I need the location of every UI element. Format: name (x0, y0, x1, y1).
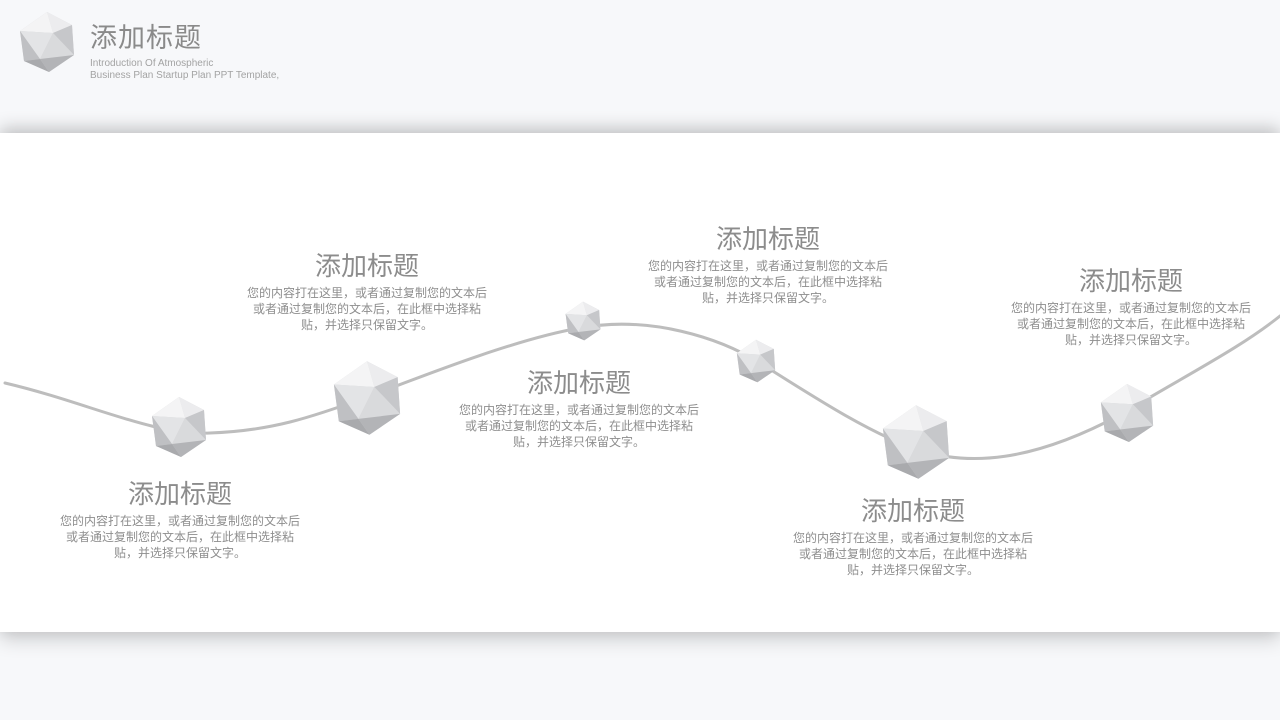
gem-icon-4 (736, 339, 776, 383)
item-body: 您的内容打在这里，或者通过复制您的文本后或者通过复制您的文本后，在此框中选择粘贴… (459, 403, 700, 449)
timeline-item-5: 添加标题 您的内容打在这里，或者通过复制您的文本后或者通过复制您的文本后，在此框… (793, 496, 1033, 578)
item-body: 您的内容打在这里，或者通过复制您的文本后或者通过复制您的文本后，在此框中选择粘贴… (247, 286, 488, 332)
item-title: 添加标题 (314, 252, 419, 282)
item-body: 您的内容打在这里，或者通过复制您的文本后或者通过复制您的文本后，在此框中选择粘贴… (1011, 301, 1252, 347)
item-body: 您的内容打在这里，或者通过复制您的文本后或者通过复制您的文本后，在此框中选择粘贴… (793, 531, 1034, 577)
gem-icon-2 (333, 361, 401, 435)
gem-icon-1 (152, 397, 206, 457)
subtitle-line-2: Business Plan Startup Plan PPT Template, (90, 70, 280, 81)
hexagon-logo-icon (20, 12, 74, 72)
item-title: 添加标题 (526, 369, 631, 399)
content-panel: 添加标题 您的内容打在这里，或者通过复制您的文本后或者通过复制您的文本后，在此框… (0, 133, 1280, 632)
timeline-curve (3, 314, 1280, 461)
item-title: 添加标题 (860, 497, 965, 527)
timeline-item-2: 添加标题 您的内容打在这里，或者通过复制您的文本后或者通过复制您的文本后，在此框… (247, 251, 487, 333)
timeline-item-3: 添加标题 您的内容打在这里，或者通过复制您的文本后或者通过复制您的文本后，在此框… (459, 368, 699, 450)
item-title: 添加标题 (127, 480, 232, 510)
gem-icon-3 (565, 301, 601, 341)
item-body: 您的内容打在这里，或者通过复制您的文本后或者通过复制您的文本后，在此框中选择粘贴… (60, 514, 301, 560)
item-title: 添加标题 (715, 225, 820, 255)
timeline-item-6: 添加标题 您的内容打在这里，或者通过复制您的文本后或者通过复制您的文本后，在此框… (1011, 266, 1251, 348)
page-title: 添加标题 (90, 23, 202, 54)
item-body: 您的内容打在这里，或者通过复制您的文本后或者通过复制您的文本后，在此框中选择粘贴… (648, 259, 889, 305)
gem-icon-5 (882, 405, 950, 479)
page-subtitle: Introduction Of Atmospheric Business Pla… (90, 58, 279, 82)
timeline-item-4: 添加标题 您的内容打在这里，或者通过复制您的文本后或者通过复制您的文本后，在此框… (648, 224, 888, 306)
timeline-item-1: 添加标题 您的内容打在这里，或者通过复制您的文本后或者通过复制您的文本后，在此框… (60, 479, 300, 561)
gem-icon-6 (1100, 383, 1154, 443)
item-title: 添加标题 (1078, 267, 1183, 297)
subtitle-line-1: Introduction Of Atmospheric (90, 58, 214, 69)
